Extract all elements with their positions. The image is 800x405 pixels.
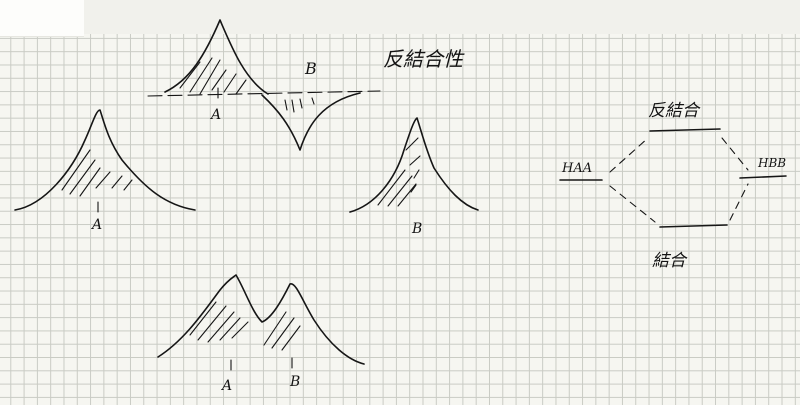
hatching-b	[284, 97, 315, 113]
label-antibonding-level: 反結合	[648, 101, 701, 121]
label-haa: HAA	[561, 161, 592, 176]
label-b-bottom: B	[289, 374, 300, 390]
label-b-right: B	[411, 221, 422, 237]
hatching-bottom	[189, 301, 301, 351]
label-a-bottom: A	[220, 378, 232, 394]
label-a-top: A	[209, 107, 221, 123]
orbital-a-sketch: A	[14, 109, 196, 233]
hbb-level-line	[739, 175, 787, 179]
hatching-a	[179, 57, 247, 95]
double-peak-curve	[157, 274, 365, 365]
label-bonding-level: 結合	[652, 251, 688, 271]
correlation-dashes	[609, 137, 749, 223]
label-a-left: A	[90, 217, 102, 233]
peak-a-left-curve	[14, 109, 196, 211]
ticks-bottom	[230, 357, 293, 371]
bonding-level-line	[659, 224, 728, 228]
label-hbb: HBB	[757, 156, 786, 170]
trough-b-curve	[261, 92, 361, 151]
label-b-top: B	[304, 59, 317, 78]
antibonding-wavefunction-sketch: A B	[147, 19, 381, 151]
white-card	[0, 0, 84, 37]
orbital-b-sketch: B	[349, 117, 479, 237]
peak-b-curve	[349, 117, 479, 213]
hatching-left	[61, 149, 133, 197]
baseline	[147, 90, 381, 97]
bonding-wavefunction-sketch: A B	[157, 274, 365, 394]
arrow-marks	[410, 169, 420, 193]
hatching-right	[377, 137, 421, 207]
antibonding-level-line	[649, 128, 721, 132]
mo-energy-diagram: 反結合 HAA HBB 結合	[559, 101, 787, 271]
title-antibonding: 反結合性	[383, 47, 465, 71]
peak-a-curve	[164, 19, 269, 95]
top-strip	[0, 0, 800, 34]
